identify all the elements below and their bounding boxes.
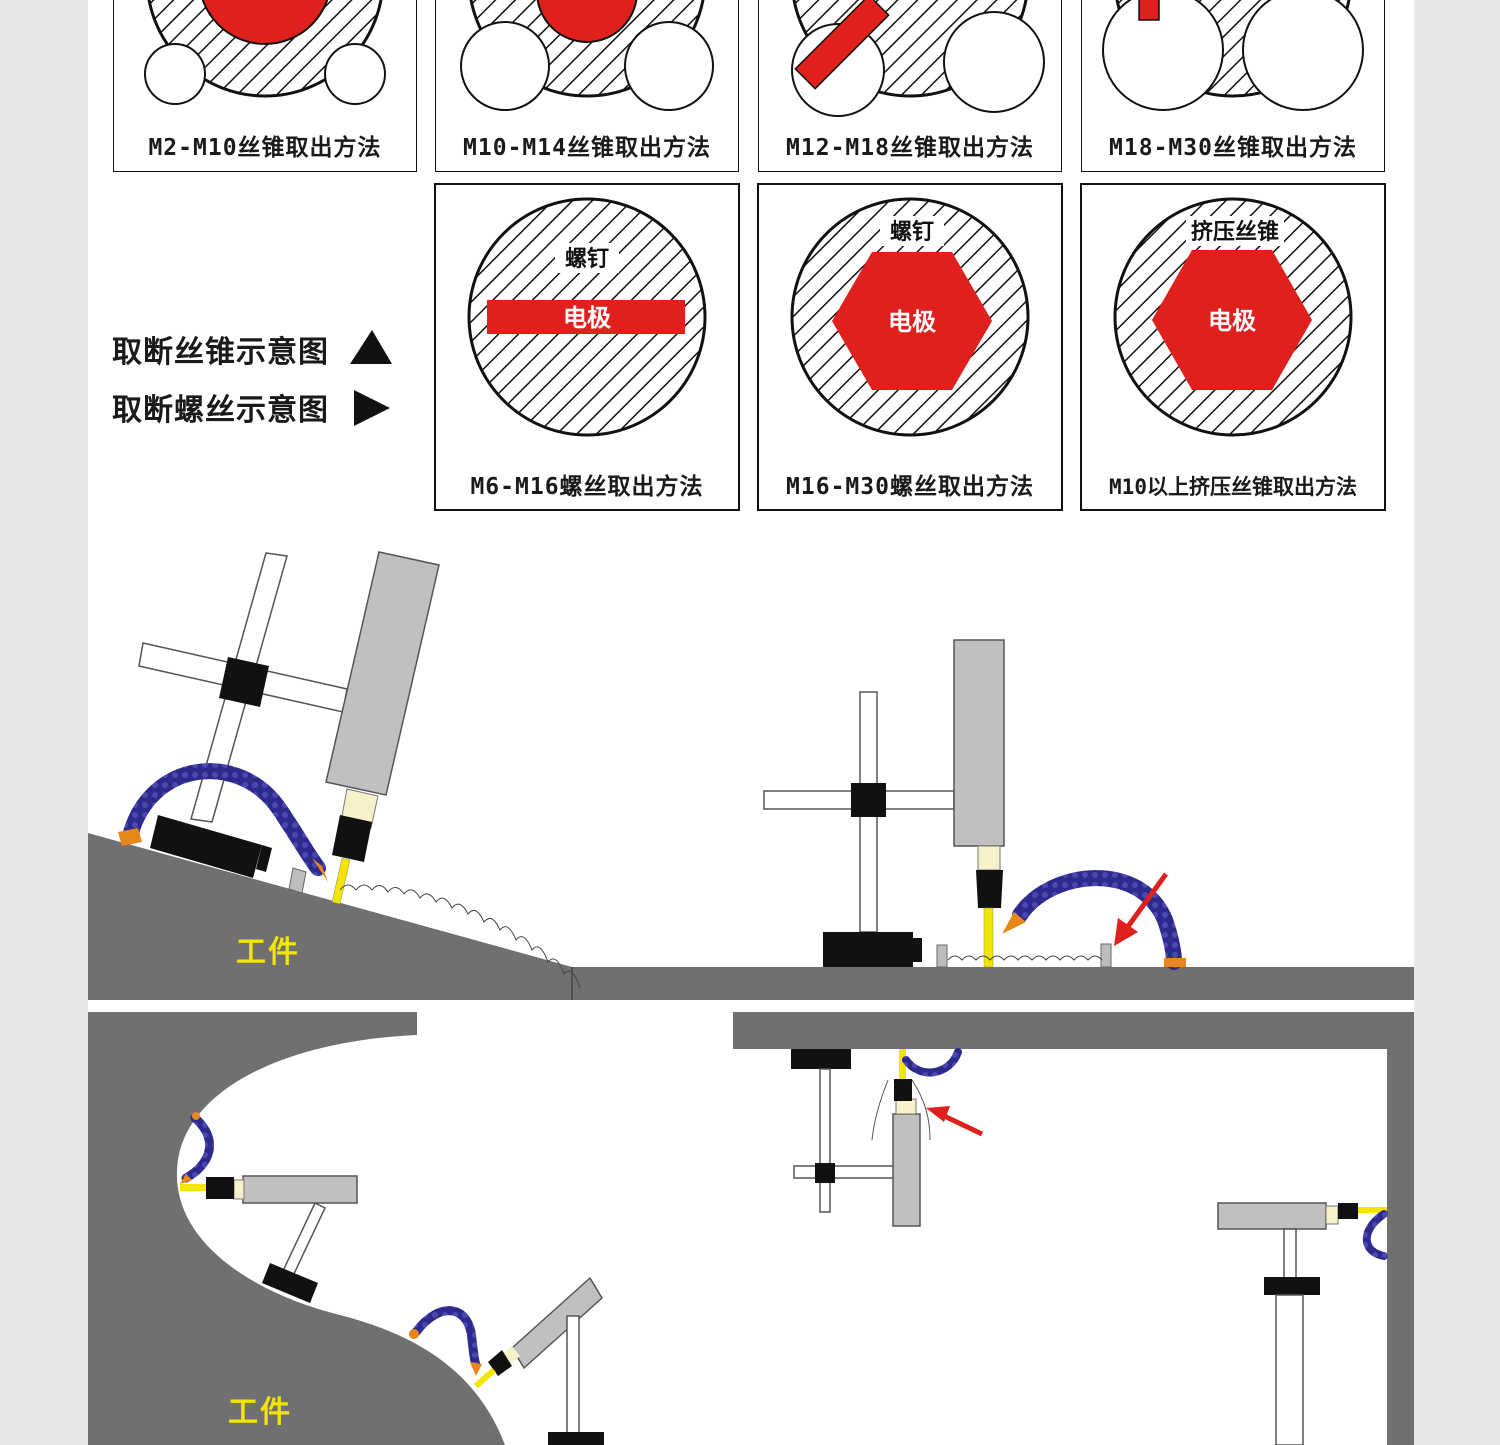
coolant-nozzle <box>312 858 328 882</box>
legend: 取断丝锥示意图 取断螺丝示意图 <box>112 330 392 428</box>
right-stand <box>763 691 955 933</box>
card-label: M10-M14丝锥取出方法 <box>463 134 711 161</box>
extrusion-tap-label: 挤压丝锥 <box>1191 219 1279 245</box>
scene-sloped-workpiece: 工件 <box>88 551 1414 1000</box>
broken-tap <box>288 867 307 894</box>
workpiece-label: 工件 <box>228 1395 292 1430</box>
right-magnetic-base <box>823 932 913 967</box>
card-label: M2-M10丝锥取出方法 <box>148 134 381 161</box>
spark-wave <box>339 884 581 989</box>
coolant-hose <box>1362 1210 1388 1260</box>
card-m10-m14: M10-M14丝锥取出方法 <box>435 0 739 172</box>
card-label: M6-M16螺丝取出方法 <box>470 473 703 500</box>
card-m12-m18: M12-M18丝锥取出方法 <box>758 0 1062 172</box>
workpiece-slope <box>88 833 572 1000</box>
left-stand <box>138 552 348 823</box>
legend-tap-label: 取断丝锥示意图 <box>112 335 329 370</box>
coolant-hose <box>411 1306 481 1370</box>
card-label: M16-M30螺丝取出方法 <box>786 473 1034 500</box>
coolant-hose <box>902 1048 962 1077</box>
workpiece-flat <box>572 967 1414 1000</box>
card-label: M18-M30丝锥取出方法 <box>1109 134 1357 161</box>
edm-head <box>1217 1202 1327 1230</box>
card-m2-m10: M2-M10丝锥取出方法 <box>113 0 417 172</box>
electrode-label: 电极 <box>888 308 936 336</box>
triangle-right-icon <box>354 390 390 426</box>
red-arrow-icon <box>1121 872 1169 934</box>
scene-curved-workpiece: 工件 <box>88 1012 1414 1445</box>
coolant-hose <box>122 763 326 876</box>
card-m18-m30: M18-M30丝锥取出方法 <box>1081 0 1385 172</box>
screw-label: 螺钉 <box>890 219 934 245</box>
card-m16-m30: 螺钉 电极 M16-M30螺丝取出方法 <box>757 183 1063 511</box>
card-m10-extrusion-tap: 挤压丝锥 电极 M10以上挤压丝锥取出方法 <box>1080 183 1386 511</box>
red-arrow-icon <box>938 1111 984 1137</box>
legend-screw-label: 取断螺丝示意图 <box>112 393 329 428</box>
magnetic-base <box>150 815 262 878</box>
electrode-label: 电极 <box>1208 307 1256 335</box>
right-edm-head <box>953 639 1005 968</box>
left-edm-head <box>325 551 440 905</box>
card-label: M12-M18丝锥取出方法 <box>786 134 1034 161</box>
workpiece-label: 工件 <box>236 935 300 970</box>
coolant-hose <box>181 1113 215 1183</box>
card-label: M10以上挤压丝锥取出方法 <box>1109 475 1357 499</box>
screw-label: 螺钉 <box>565 246 609 272</box>
edm-head <box>511 1276 603 1370</box>
card-m6-m16: 螺钉 电极 M6-M16螺丝取出方法 <box>434 183 740 511</box>
triangle-up-icon <box>350 330 392 364</box>
electrode-label: 电极 <box>563 304 611 332</box>
edm-head <box>892 1113 921 1227</box>
edm-head <box>242 1175 358 1204</box>
